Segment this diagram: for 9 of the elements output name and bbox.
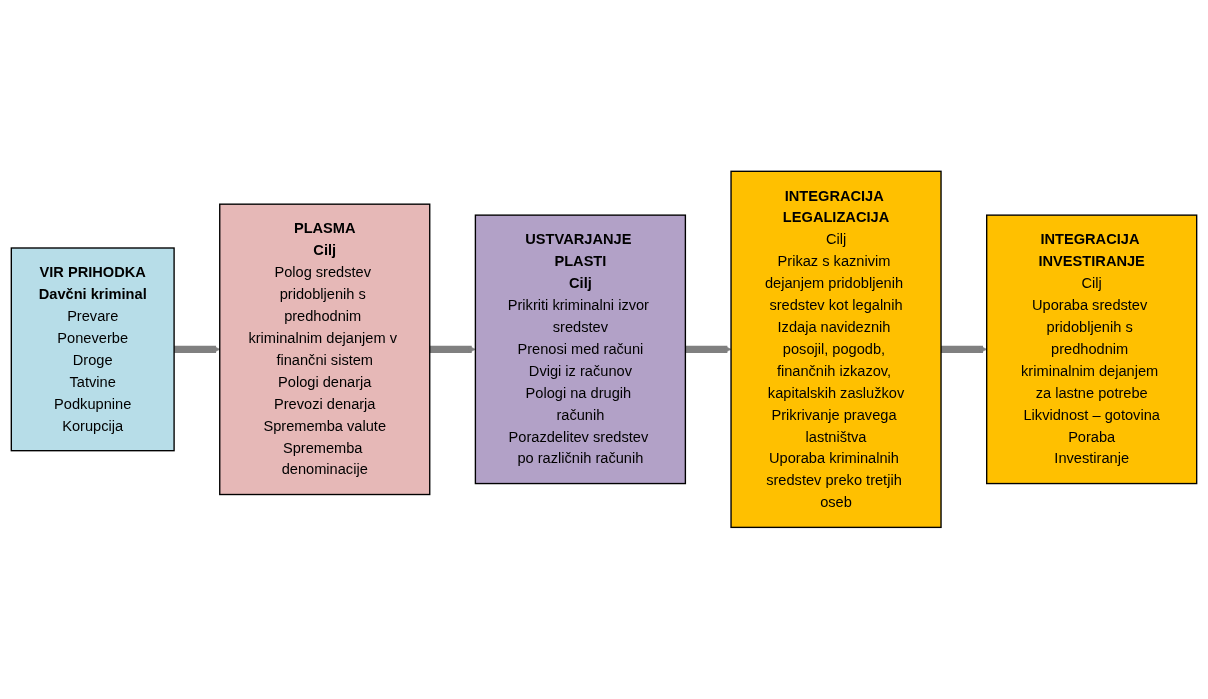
- arrow: [685, 345, 732, 354]
- node-box: INTEGRACIJA LEGALIZACIJA Cilj Prikaz s kaznivim dejanjem pridobljenih sredstev kot legalnih Izdaja navideznih posojil, pogodb, finančnih izkazov, kapitalskih zaslužkov Prikrivanje pravega lastništva Uporaba kriminalnih sredstev preko tretjih oseb: [730, 170, 942, 529]
- node-box: USTVARJANJE PLASTI Cilj Prikriti kriminalni izvor sredstev Prenosi med računi Dvigi iz računov Pologi na drugih računih Porazdelitev sredstev po različnih računih: [474, 214, 687, 485]
- node-box: PLASMA Cilj Polog sredstev pridobljenih s predhodnim kriminalnim dejanjem v finančni sistem Pologi denarja Prevozi denarja Sprememba valute Sprememba denominacije: [219, 203, 431, 496]
- arrow: [174, 345, 221, 354]
- arrow: [429, 345, 476, 354]
- node-box: VIR PRIHODKA Davčni kriminal Prevare Poneverbe Droge Tatvine Podkupnine Korupcija: [10, 247, 175, 452]
- node-box: INTEGRACIJA INVESTIRANJE Cilj Uporaba sredstev pridobljenih s predhodnim kriminalnim dejanjem za lastne potrebe Likvidnost – gotovina Poraba Investiranje: [986, 214, 1198, 485]
- arrow: [941, 345, 988, 354]
